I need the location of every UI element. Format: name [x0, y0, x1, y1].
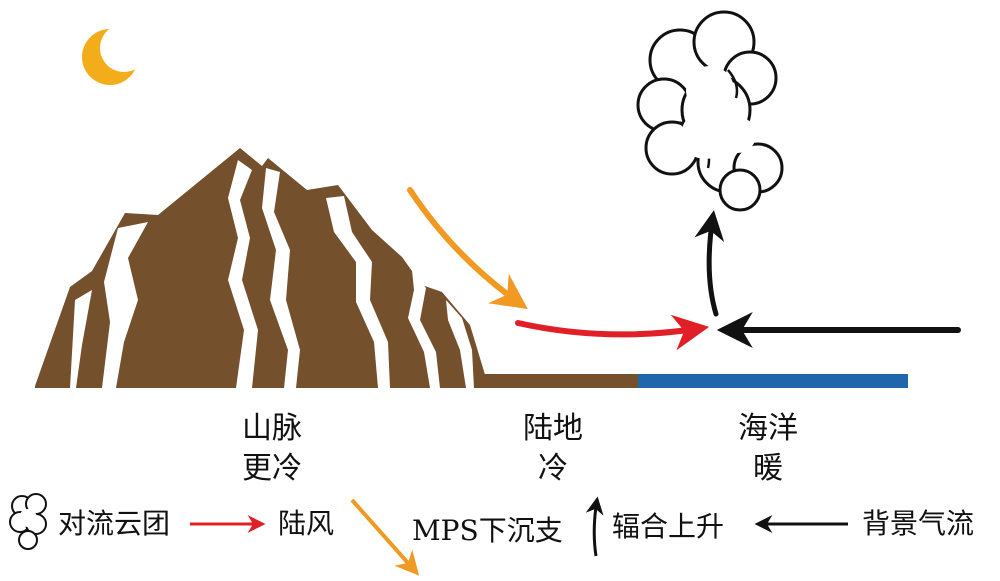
ascent-arrow [694, 210, 725, 317]
moon-shadow [100, 24, 148, 72]
legend: 对流云团 陆风 MPS下沉支 辐合上升 背景气流 [9, 493, 974, 576]
sea-label-line1: 海洋 [738, 411, 798, 446]
legend-ascent-arrow [585, 496, 604, 557]
legend-downslope-arrow [350, 498, 420, 576]
legend-background-flow-label: 背景气流 [862, 507, 974, 540]
land-label-line2: 冷 [538, 451, 568, 486]
land-strip [480, 374, 640, 388]
legend-cloud-icon [9, 493, 47, 550]
land-breeze-arrow [515, 314, 710, 351]
legend-land-breeze-label: 陆风 [278, 507, 334, 540]
legend-mps-downslope-label: MPS下沉支 [412, 514, 563, 547]
downslope-arrow [407, 187, 528, 310]
mountain-label-line1: 山脉 [242, 411, 302, 446]
land-label-line1: 陆地 [523, 411, 583, 446]
mountain-body [35, 148, 486, 388]
mountain-range [35, 148, 486, 388]
sea-label-line2: 暖 [753, 451, 783, 486]
sea-strip [638, 374, 908, 388]
legend-convective-cloud-label: 对流云团 [58, 507, 170, 540]
mountain-zone-label: 山脉 更冷 [242, 411, 302, 486]
land-zone-label: 陆地 冷 [523, 411, 583, 486]
mountain-label-line2: 更冷 [242, 451, 302, 486]
convective-cloud-icon [636, 10, 784, 212]
sea-zone-label: 海洋 暖 [738, 411, 798, 486]
crescent-moon-icon [82, 24, 148, 85]
mountain-snow-streaks [70, 160, 474, 388]
legend-radiative-ascent-label: 辐合上升 [612, 510, 724, 543]
